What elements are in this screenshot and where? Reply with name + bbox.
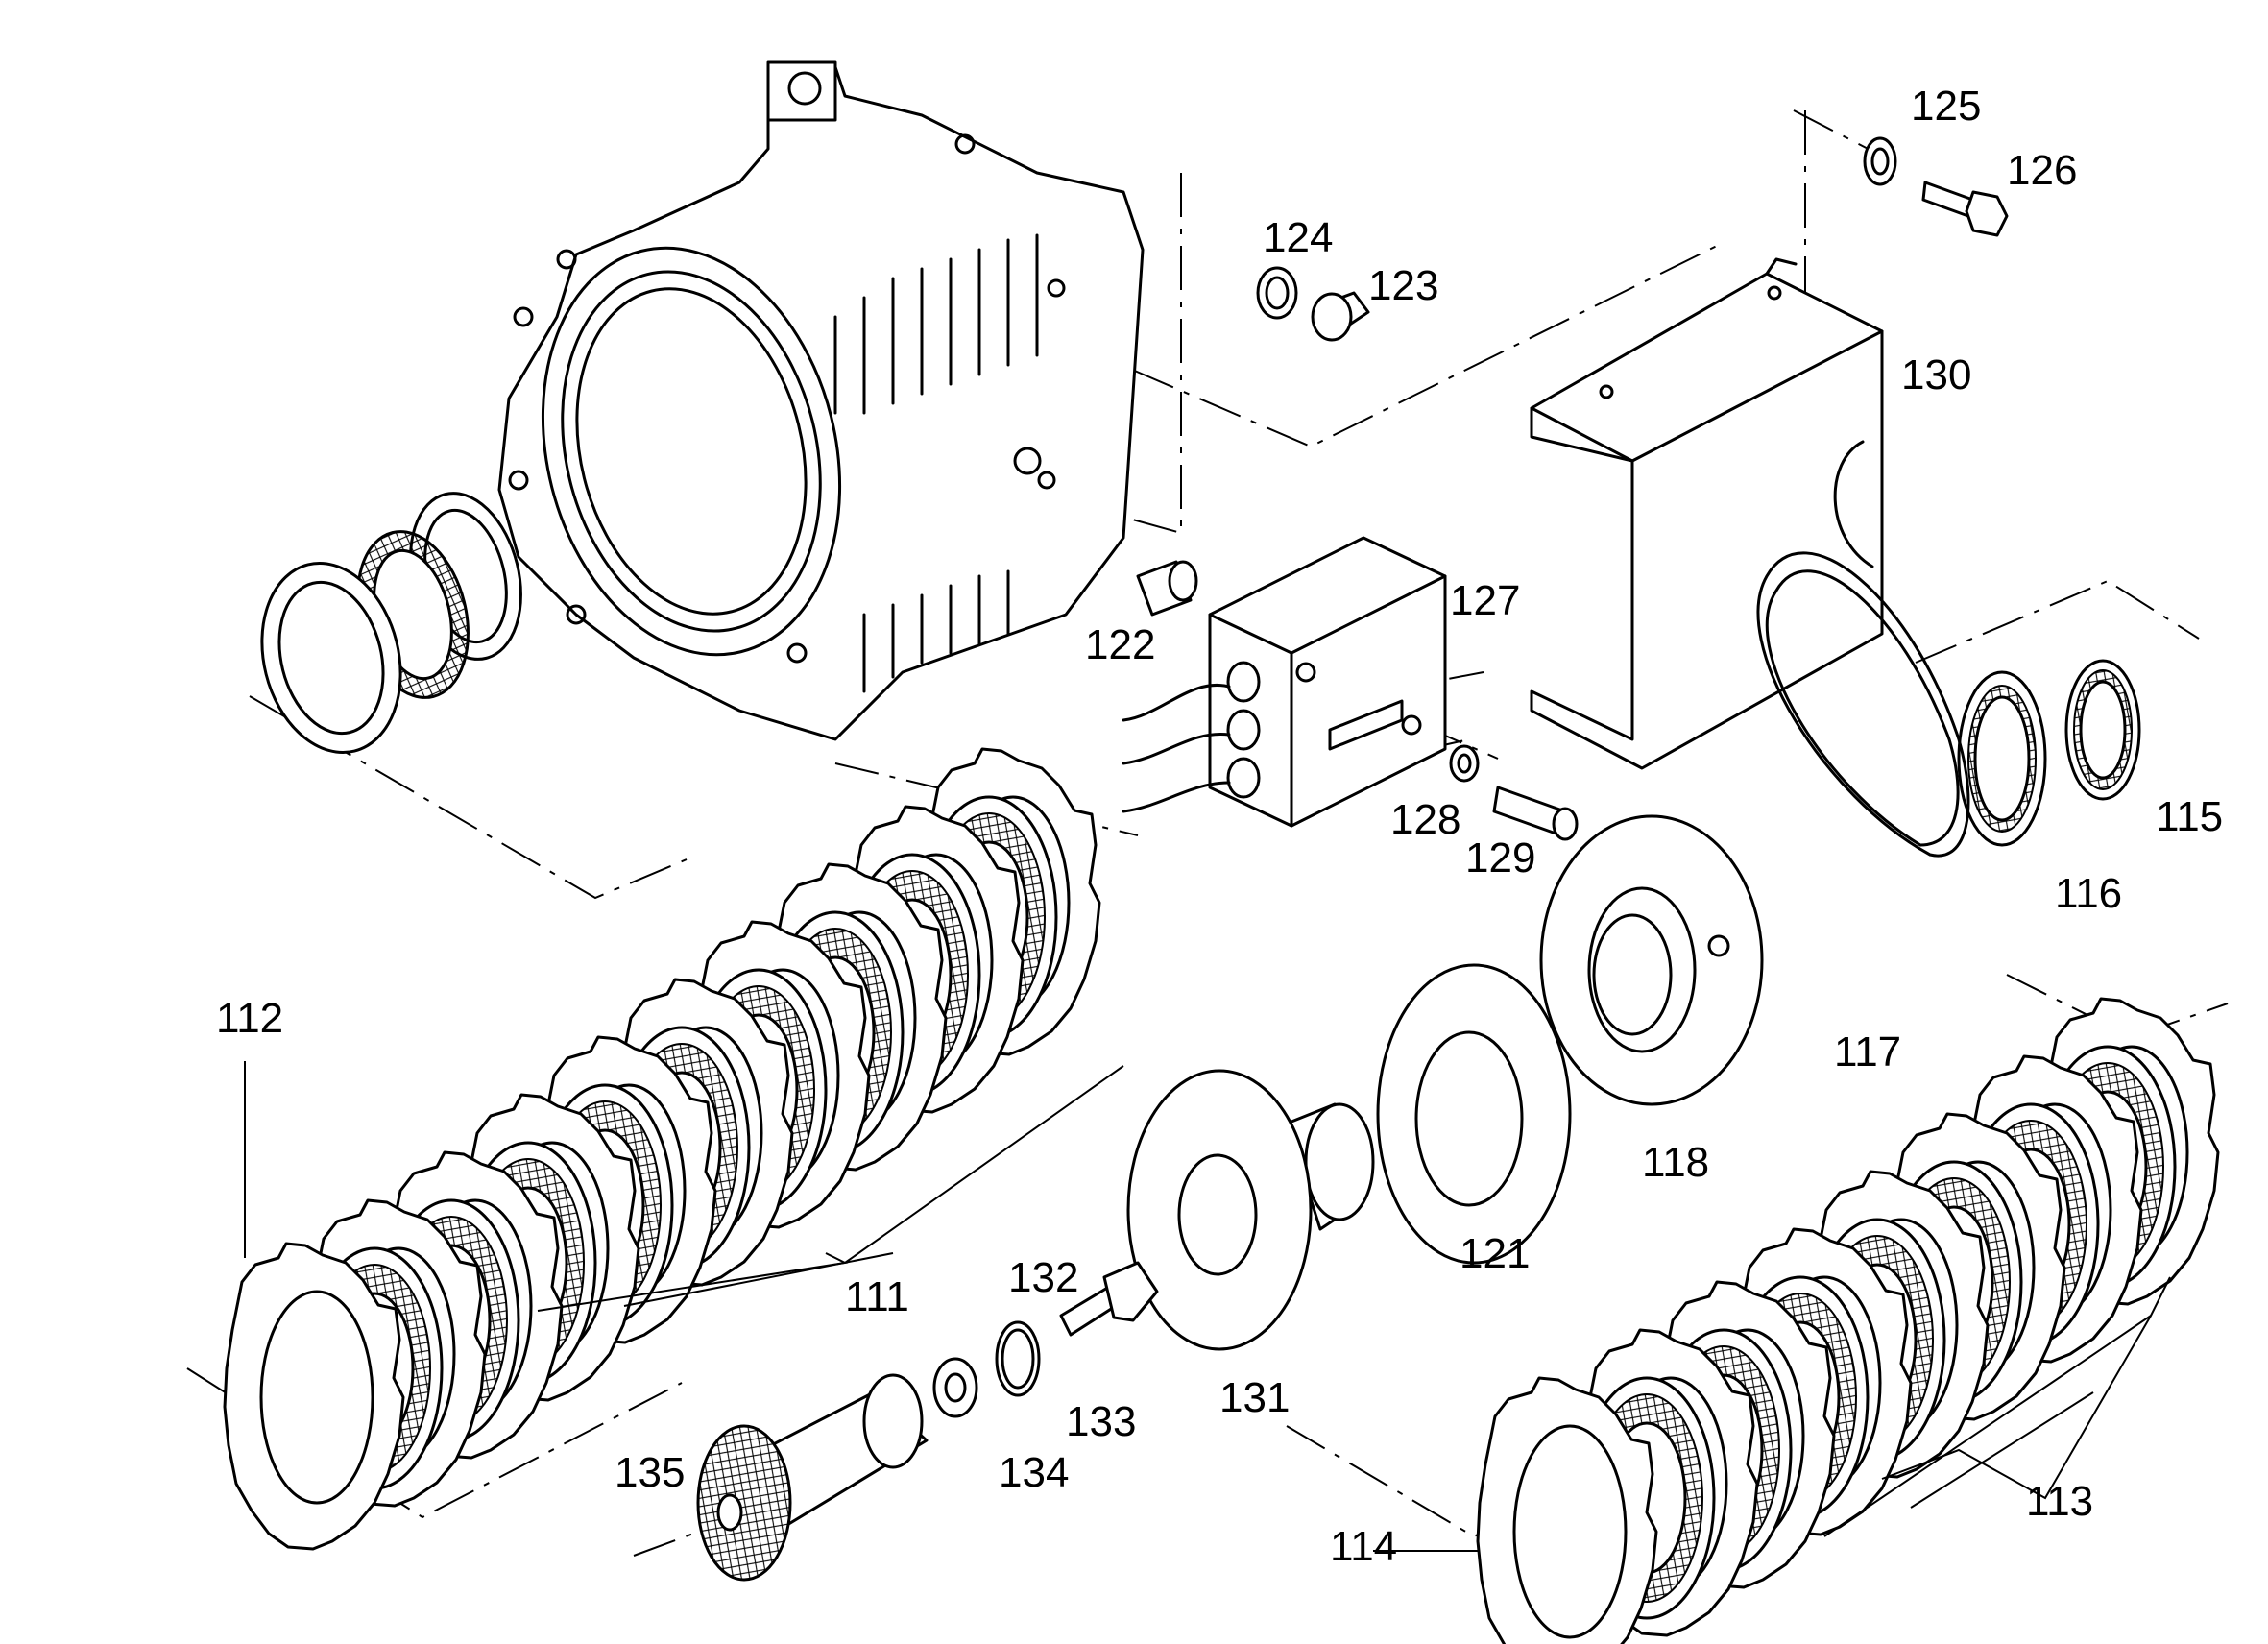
hex-bolt-132 [1059,1261,1159,1337]
label-115: 115 [2156,793,2223,840]
bearing-set [260,492,522,754]
sync-ring-115 [2064,659,2141,801]
label-129: 129 [1465,834,1535,882]
label-125: 125 [1911,83,1981,130]
label-122: 122 [1085,621,1155,668]
washer-134 [932,1357,978,1418]
label-134: 134 [999,1449,1069,1496]
washer-125 [1863,136,1897,186]
sync-ring-116 [1957,670,2047,847]
leader-lines [244,1061,2171,1552]
label-124: 124 [1263,214,1333,261]
label-114: 114 [1330,1523,1397,1570]
label-111: 111 [845,1273,909,1320]
label-113: 113 [2026,1478,2093,1525]
seal-ring-124 [1256,266,1298,320]
label-127: 127 [1450,577,1520,624]
label-117: 117 [1834,1028,1901,1076]
hex-bolt-126 [1921,181,2009,237]
plug-screw-123 [1311,291,1370,342]
label-131: 131 [1219,1374,1290,1421]
cap-screw-129 [1492,786,1579,841]
transmission-housing [497,60,1145,741]
valve-block-127 [1122,536,1447,828]
label-118: 118 [1642,1139,1709,1186]
label-132: 132 [1008,1254,1078,1301]
snap-ring-133 [995,1320,1041,1397]
label-133: 133 [1066,1398,1136,1445]
label-123: 123 [1368,262,1438,309]
piston-118 [1539,814,1764,1106]
snap-ring-117 [1756,551,1970,858]
disc-121 [1376,963,1572,1265]
label-116: 116 [2055,870,2122,917]
label-128: 128 [1390,796,1460,843]
label-121: 121 [1460,1230,1530,1277]
clutch-pack-right [1476,997,2220,1644]
piston-131 [1126,1069,1375,1351]
bushing-122 [1136,560,1198,616]
seal-ring-128 [1449,744,1480,783]
label-126: 126 [2007,147,2077,194]
part-labels: 122 123 124 125 126 127 128 129 130 115 … [216,83,2223,1570]
cover-130 [1530,257,1884,770]
label-112: 112 [216,995,283,1042]
label-135: 135 [615,1449,685,1496]
shaft-135 [696,1373,929,1582]
label-130: 130 [1901,351,1971,399]
